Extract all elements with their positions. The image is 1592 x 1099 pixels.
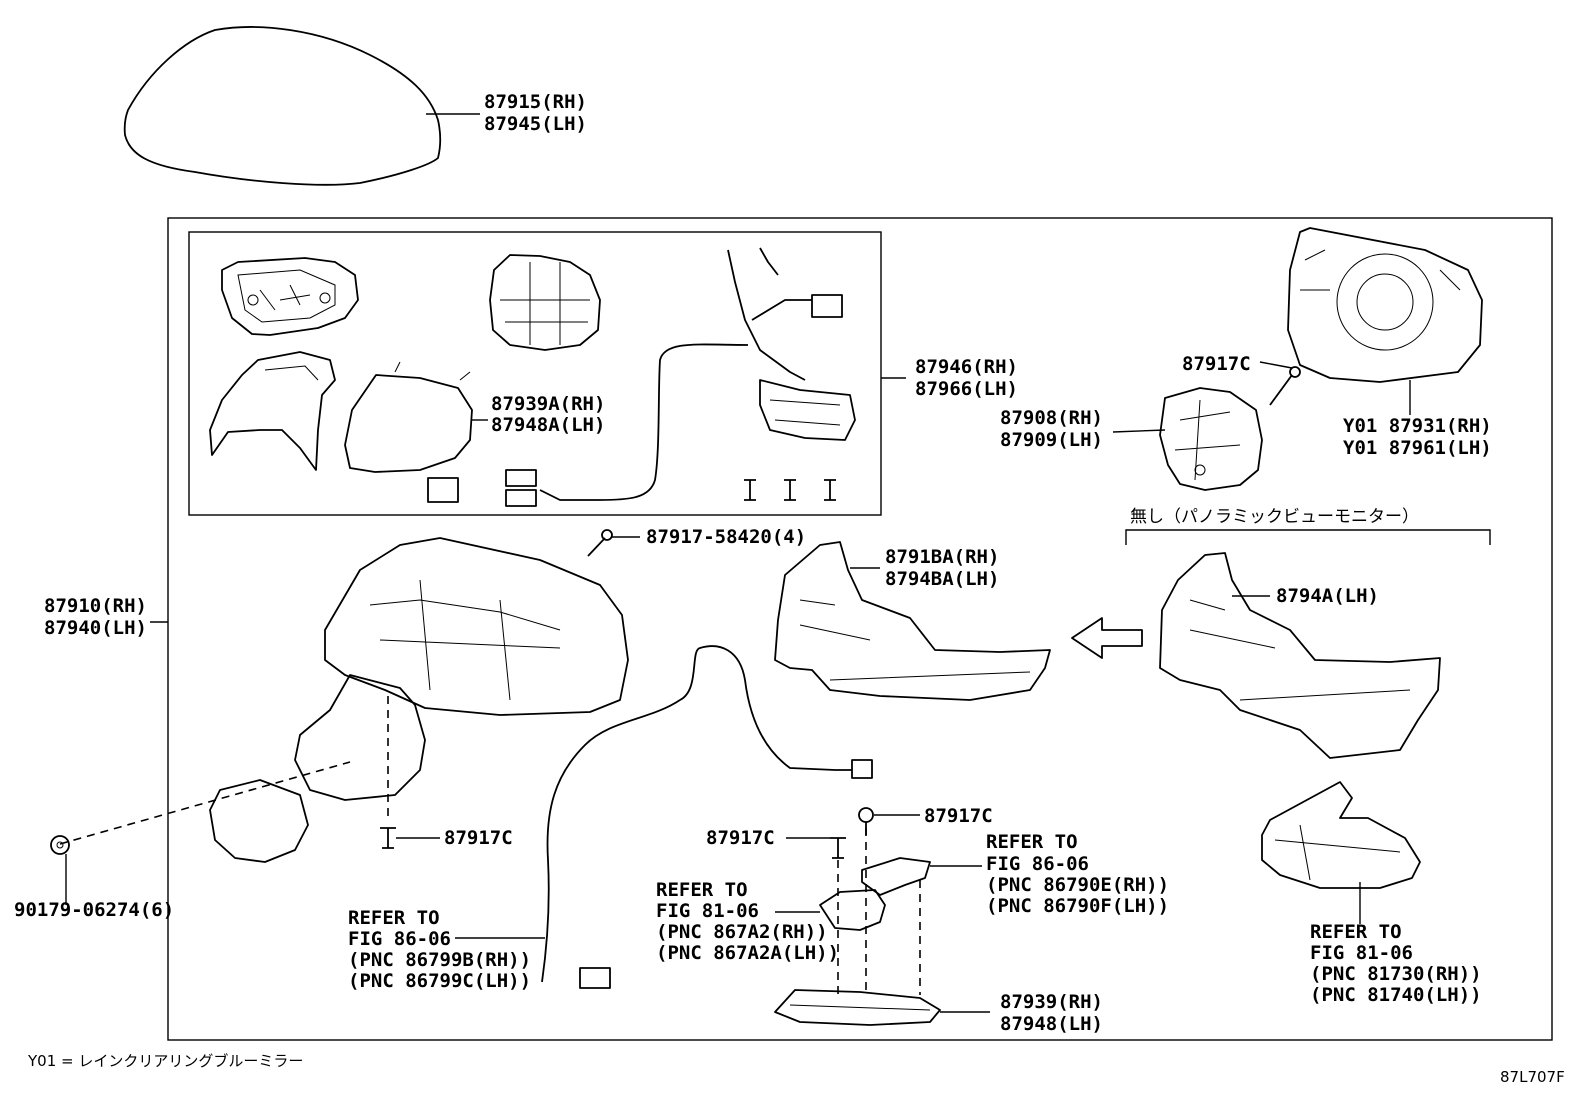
ref-86-06-b-line2: FIG 86-06: [986, 853, 1089, 875]
ref-81-06-a-line3: (PNC 867A2(RH)): [656, 921, 828, 943]
label-lamp-lh: 87948(LH): [1000, 1013, 1103, 1035]
legend-note: Y01 = レインクリアリングブルーミラー: [27, 1052, 303, 1070]
screw-mid-part: [380, 827, 396, 849]
jp-option-bracket: [1125, 529, 1491, 545]
ref-86-06-b-line3: (PNC 86790E(RH)): [986, 874, 1169, 896]
wire-harness-part: [539, 247, 856, 501]
ref-81-06-a-line4: (PNC 867A2A(LH)): [656, 942, 839, 964]
screw-a-part: [830, 837, 846, 859]
ref-81-06-b-line3: (PNC 81730(RH)): [1310, 963, 1482, 985]
label-glass-rh: Y01 87931(RH): [1343, 415, 1492, 437]
camera-module-part: [819, 889, 886, 931]
screw-b-part: [858, 807, 874, 835]
ref-81-06-a-line2: FIG 81-06: [656, 900, 759, 922]
label-lamp-sub-lh: 87948A(LH): [491, 414, 605, 436]
label-glass-lh: Y01 87961(LH): [1343, 437, 1492, 459]
ref-81-06-b-line4: (PNC 81740(LH)): [1310, 984, 1482, 1006]
actuator-motor-part: [489, 254, 601, 351]
label-cover-lh: 87945(LH): [484, 113, 587, 135]
outer-mirror-assy-part: [209, 537, 629, 863]
side-turn-lamp-part: [1261, 781, 1421, 889]
mirror-visor-part: [774, 541, 1051, 701]
label-lamp-rh: 87939(RH): [1000, 991, 1103, 1013]
screw-top-part: [1269, 366, 1301, 406]
ref-86-06-a-line3: (PNC 86799B(RH)): [348, 949, 531, 971]
ref-86-06-b-line1: REFER TO: [986, 831, 1078, 853]
kit-screws-part: [744, 479, 836, 501]
assembly-frame: [167, 217, 1553, 1041]
label-holder-rh: 87908(RH): [1000, 407, 1103, 429]
label-cover-rh: 87915(RH): [484, 91, 587, 113]
label-visor-lh: 8794BA(LH): [885, 568, 999, 590]
label-screw-top: 87917C: [1182, 353, 1251, 375]
screw-set-part: [587, 529, 613, 557]
label-visor-rh: 8791BA(RH): [885, 546, 999, 568]
mirror-glass-part: [1287, 227, 1483, 383]
mirror-holder-part: [1159, 387, 1263, 491]
mirror-visor-alt-part: [1159, 552, 1441, 759]
lamp-sub-assy-part: [344, 361, 473, 473]
clip-part: [50, 835, 70, 855]
label-mirror-assy-rh: 87910(RH): [44, 595, 147, 617]
jp-option-note: 無し（パノラミックビューモニター）: [1130, 507, 1419, 527]
label-mirror-assy-lh: 87940(LH): [44, 617, 147, 639]
label-clip: 90179-06274(6): [14, 899, 174, 921]
ref-86-06-a-line2: FIG 86-06: [348, 928, 451, 950]
drawing-id: 87L707F: [1500, 1068, 1565, 1086]
ref-86-06-b-line4: (PNC 86790F(LH)): [986, 895, 1169, 917]
ref-81-06-b-line1: REFER TO: [1310, 921, 1402, 943]
label-lamp-sub-rh: 87939A(RH): [491, 393, 605, 415]
label-visor-alt: 8794A(LH): [1276, 585, 1379, 607]
label-screw-set: 87917-58420(4): [646, 526, 806, 548]
arrow-indicator: [1071, 617, 1143, 659]
connector-part: [427, 469, 537, 507]
ref-81-06-a-line1: REFER TO: [656, 879, 748, 901]
label-actuator-lh: 87966(LH): [915, 378, 1018, 400]
actuator-kit-frame: [188, 231, 882, 516]
ref-81-06-b-line2: FIG 81-06: [1310, 942, 1413, 964]
mirror-cover-part: [123, 26, 442, 186]
lamp-assy-part: [774, 989, 941, 1026]
label-holder-lh: 87909(LH): [1000, 429, 1103, 451]
camera-bracket-part: [861, 857, 931, 896]
camera-cable-part: [541, 645, 873, 989]
ref-86-06-a-line4: (PNC 86799C(LH)): [348, 970, 531, 992]
label-screw-mid: 87917C: [444, 827, 513, 849]
mirror-base-plate-part: [221, 257, 359, 336]
label-screw-a: 87917C: [706, 827, 775, 849]
mirror-base-cover-part: [209, 351, 336, 471]
ref-86-06-a-line1: REFER TO: [348, 907, 440, 929]
label-actuator-rh: 87946(RH): [915, 356, 1018, 378]
label-screw-b: 87917C: [924, 805, 993, 827]
